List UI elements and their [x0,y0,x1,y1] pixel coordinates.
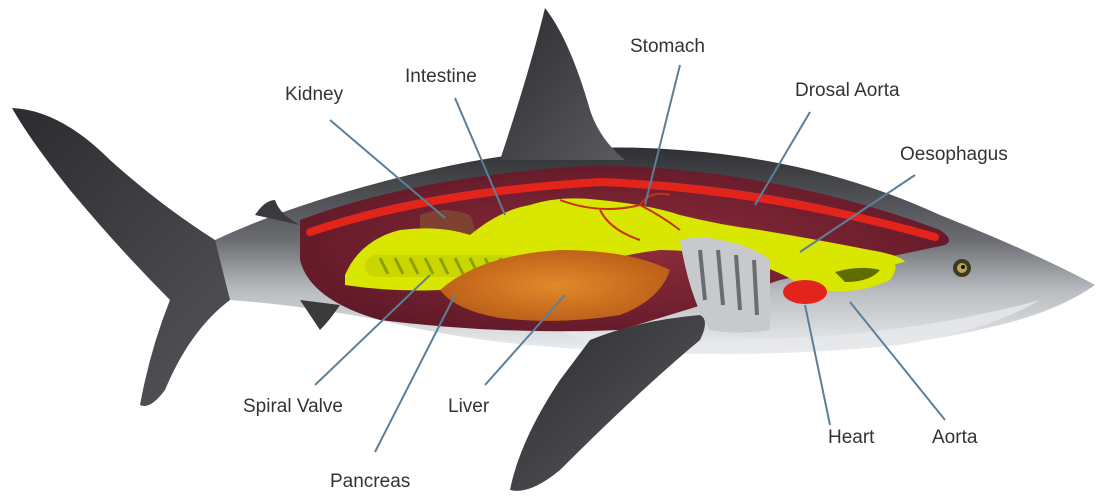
oesophagus-label: Oesophagus [900,144,1008,165]
spiral-valve-label: Spiral Valve [243,396,343,417]
heart-label: Heart [828,427,875,448]
intestine-label: Intestine [405,66,477,87]
aorta-label: Aorta [932,427,978,448]
pancreas-label: Pancreas [330,471,410,492]
pelvic-fin [300,300,340,330]
liver-label: Liver [448,396,490,417]
dorsal-fin [500,8,625,160]
heart-organ [783,280,827,304]
stomach-label: Stomach [630,36,705,57]
shark-eye [953,259,971,277]
kidney-label: Kidney [285,84,344,105]
dorsal-aorta-label: Drosal Aorta [795,80,900,101]
